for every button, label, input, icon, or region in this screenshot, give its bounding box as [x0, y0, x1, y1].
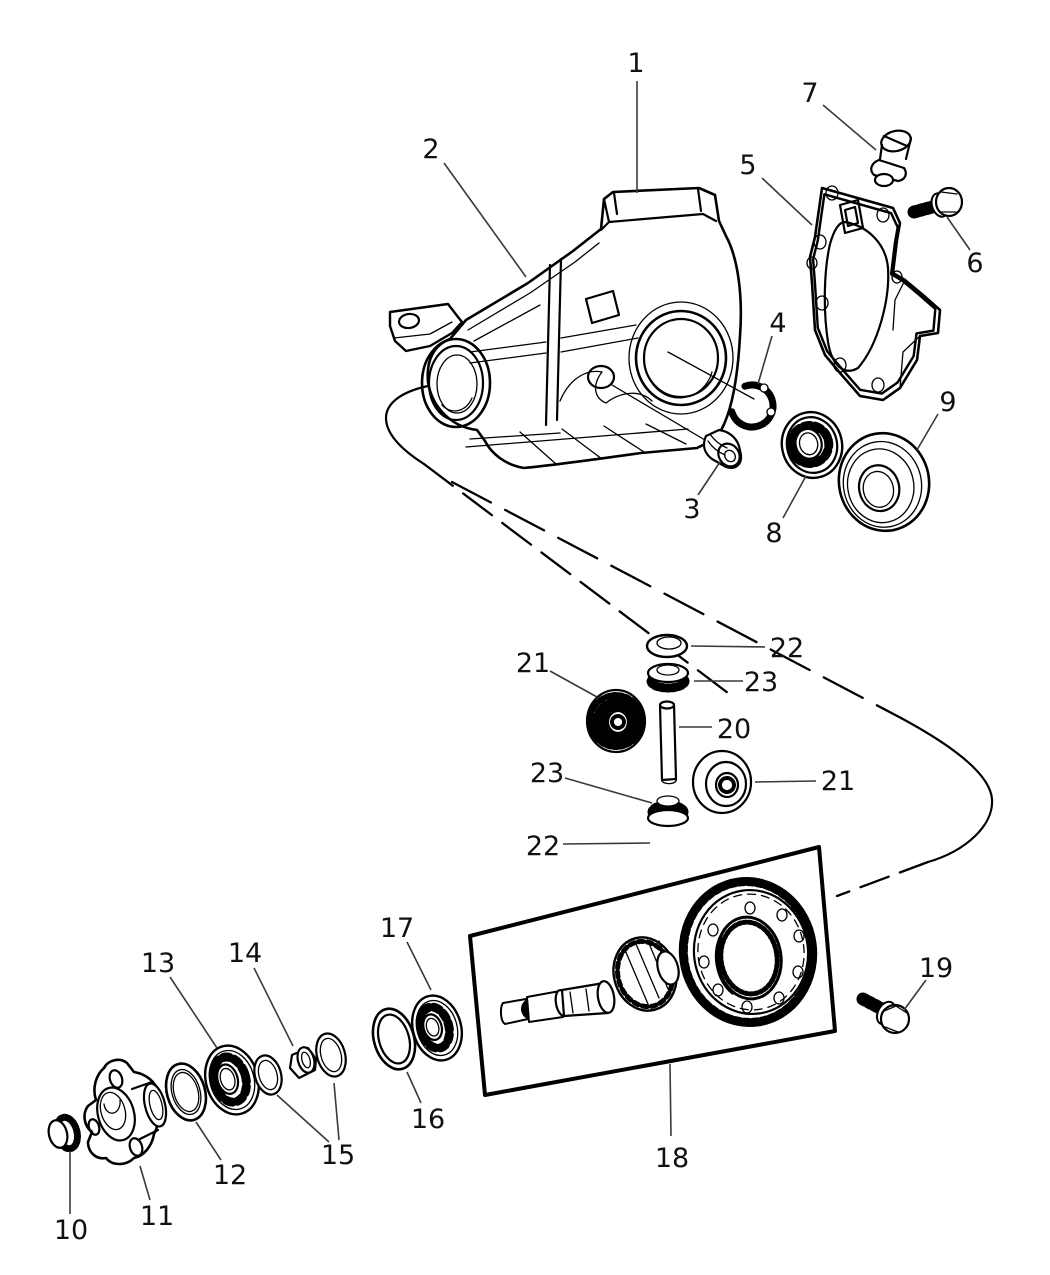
callout-label-seal: 9: [939, 387, 956, 418]
pinion-stack-group: [47, 994, 463, 1166]
callout-leader-thrust-washer-top: [690, 645, 766, 648]
spider-gear-group: [585, 633, 753, 828]
callout-label-cover-plate: 5: [739, 150, 756, 181]
callout-label-pinion-mate-gear-top: 23: [744, 667, 778, 698]
callout-label-differential-case: 1: [627, 48, 644, 79]
assembly-axis-lines: [384, 384, 994, 898]
callout-label-shim-washers: 15: [321, 1140, 355, 1171]
filler-plug-drawing: [870, 129, 913, 188]
callout-leader-companion-flange: [139, 1165, 151, 1201]
pinion-pilot-hole: [586, 364, 616, 390]
pinion-gear-drawing: [499, 936, 680, 1025]
callout-leader-filler-plug: [822, 104, 877, 151]
callout-leader-plug: [697, 461, 721, 496]
rear-bore: [628, 301, 734, 415]
callout-label-pinion-seal: 12: [213, 1160, 247, 1191]
case-window: [584, 289, 621, 325]
callout-label-snap-ring: 4: [769, 308, 786, 339]
side-gear-right: [691, 749, 753, 815]
callout-leader-cover-plate: [761, 177, 813, 226]
callout-label-pinion-mate-shaft: 20: [717, 714, 751, 745]
callout-leader-o-ring: [406, 1071, 422, 1104]
cover-bolt-drawing: [907, 186, 964, 219]
callout-leader-pinion-seal: [195, 1121, 222, 1161]
companion-flange: [83, 1058, 168, 1166]
callout-leader-shim-washers: [333, 1082, 340, 1141]
ring-gear-bolt-drawing: [856, 992, 911, 1035]
collapsible-spacer: [288, 1046, 318, 1080]
callout-leader-carrier-housing: [443, 162, 527, 278]
callout-leader-seal: [916, 413, 939, 451]
callout-leader-snap-ring: [757, 335, 773, 385]
pinion-mate-gear-top: [646, 662, 690, 693]
pinion-mate-shaft: [658, 700, 678, 785]
callout-label-thrust-washer-bottom: 22: [526, 831, 560, 862]
cover-opening: [823, 220, 890, 372]
callout-leader-side-gear-left: [549, 670, 598, 698]
pinion-nut: [47, 1113, 81, 1153]
ear-bolt-hole: [397, 312, 421, 330]
snap-ring-drawing: [727, 381, 777, 431]
callout-label-bolt: 6: [966, 248, 983, 279]
callout-leader-front-pinion-bearing: [169, 976, 218, 1049]
pinion-mate-gear-bottom: [646, 795, 690, 828]
callout-leader-rear-pinion-bearing: [406, 941, 432, 991]
side-gear-left: [585, 688, 647, 754]
callout-leader-bearing: [782, 475, 807, 519]
callout-label-plug: 3: [683, 494, 700, 525]
front-bore: [420, 337, 492, 429]
shim-washer-inner: [253, 1054, 283, 1096]
cover-bolt-holes: [806, 185, 903, 393]
callout-leader-pinion-mate-gear-bottom: [564, 777, 653, 804]
callout-label-bearing: 8: [765, 518, 782, 549]
pinion-seal: [164, 1062, 208, 1122]
gear-set-box: [468, 845, 837, 1097]
callout-label-carrier-housing: 2: [422, 134, 439, 165]
callout-leader-side-gear-right: [754, 780, 817, 783]
cover-plate-drawing: [806, 185, 942, 402]
differential-housing-drawing: [388, 186, 755, 470]
callout-label-side-gear-left: 21: [516, 648, 550, 679]
ring-gear-drawing: [678, 877, 818, 1027]
callout-label-ring-and-pinion-set: 18: [655, 1143, 689, 1174]
rear-pinion-bearing: [411, 994, 463, 1062]
thrust-washer-top: [645, 633, 689, 659]
callout-leader-shim-washers: [276, 1094, 330, 1143]
callout-label-collapsible-spacer: 14: [228, 938, 262, 969]
callout-label-thrust-washer-top: 22: [770, 633, 804, 664]
callout-leader-ring-gear-bolt: [903, 979, 927, 1011]
seal-drawing: [837, 431, 931, 533]
callout-label-front-pinion-bearing: 13: [141, 948, 175, 979]
shim-washer-outer: [315, 1032, 347, 1078]
callout-label-ring-gear-bolt: 19: [919, 953, 953, 984]
callout-leader-bolt: [946, 216, 971, 251]
callout-label-pinion-nut: 10: [54, 1215, 88, 1246]
callout-leader-collapsible-spacer: [253, 967, 294, 1047]
callout-label-side-gear-right: 21: [821, 766, 855, 797]
callout-label-rear-pinion-bearing: 17: [380, 913, 414, 944]
callout-label-pinion-mate-gear-bottom: 23: [530, 758, 564, 789]
callout-label-companion-flange: 11: [140, 1201, 174, 1232]
ring-gear-bolt-holes: [698, 901, 805, 1014]
callout-leader-ring-and-pinion-set: [669, 1063, 672, 1137]
pinion-bearing-drawing: [780, 410, 844, 480]
callout-leader-thrust-washer-bottom: [562, 842, 651, 845]
callout-label-o-ring: 16: [411, 1104, 445, 1135]
callout-label-filler-plug: 7: [801, 78, 818, 109]
front-pinion-bearing: [204, 1044, 260, 1116]
plug-drawing: [702, 428, 743, 469]
